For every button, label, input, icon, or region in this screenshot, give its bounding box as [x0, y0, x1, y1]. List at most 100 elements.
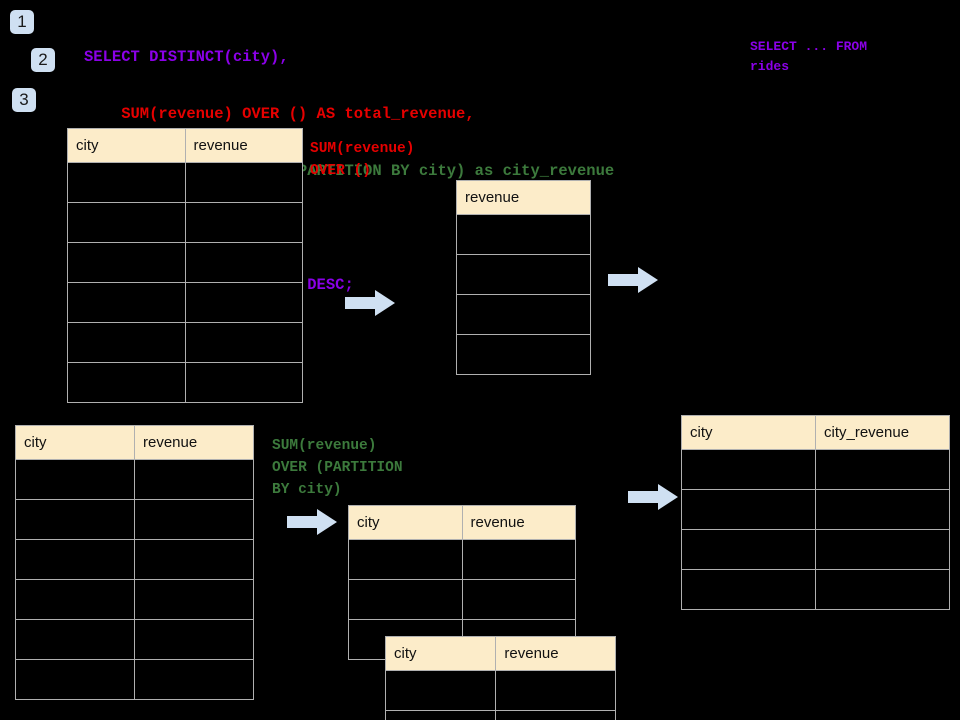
partition-group-table-a: city revenue — [348, 505, 576, 660]
table-header-row: revenue — [456, 180, 591, 215]
cell-city — [15, 659, 135, 700]
column-header-city: city — [384, 636, 497, 671]
table-row — [456, 334, 591, 375]
table-header-row: city revenue — [15, 425, 254, 460]
cell-revenue — [495, 710, 616, 720]
partition-group-table-b: city revenue — [384, 636, 616, 720]
cell-city — [348, 579, 463, 620]
cell-revenue — [456, 214, 591, 255]
step-badge-1[interactable]: 1 — [10, 10, 34, 34]
table-row — [681, 489, 950, 530]
table-row — [456, 254, 591, 295]
table-row — [15, 619, 254, 660]
table-row — [348, 579, 576, 620]
table-header-row: city city_revenue — [681, 415, 950, 450]
arrow-bottom-2 — [628, 482, 678, 517]
cell-city-revenue — [815, 489, 950, 530]
cell-revenue — [456, 254, 591, 295]
column-header-city: city — [15, 425, 135, 460]
column-header-city: city — [348, 505, 463, 540]
city-revenue-result-table: city city_revenue — [681, 415, 950, 610]
table-row — [456, 214, 591, 255]
cell-city-revenue — [815, 529, 950, 570]
column-header-city: city — [681, 415, 816, 450]
table-row — [681, 569, 950, 610]
cell-revenue — [184, 322, 303, 363]
cell-city — [384, 710, 497, 720]
cell-city — [67, 282, 186, 323]
cell-city-revenue — [815, 569, 950, 610]
cell-city — [384, 670, 497, 711]
column-header-revenue: revenue — [495, 636, 616, 671]
cell-revenue — [461, 579, 576, 620]
cell-revenue — [456, 334, 591, 375]
cell-revenue — [184, 282, 303, 323]
arrow-top-1 — [345, 288, 395, 323]
table-row — [15, 659, 254, 700]
cell-city — [67, 162, 186, 203]
total-revenue-table: revenue — [456, 180, 591, 375]
table-row — [456, 294, 591, 335]
cell-city — [15, 499, 135, 540]
cell-city — [15, 539, 135, 580]
table-row — [67, 162, 303, 203]
cell-city — [67, 322, 186, 363]
column-header-revenue: revenue — [461, 505, 576, 540]
rides-source-table-bottom: city revenue — [15, 425, 254, 700]
column-header-revenue: revenue — [456, 180, 591, 215]
table-header-row: city revenue — [384, 636, 616, 671]
cell-city — [67, 202, 186, 243]
annotation-sum-over-empty: SUM(revenue) OVER () — [310, 141, 415, 179]
cell-revenue — [184, 162, 303, 203]
cell-revenue — [134, 579, 254, 620]
cell-city — [15, 579, 135, 620]
column-header-revenue: revenue — [134, 425, 254, 460]
table-row — [15, 539, 254, 580]
table-row — [15, 579, 254, 620]
table-row — [15, 459, 254, 500]
column-header-city-revenue: city_revenue — [815, 415, 950, 450]
cell-city — [348, 539, 463, 580]
cell-city — [67, 242, 186, 283]
annotation-select-from: SELECT ... FROM rides — [750, 39, 868, 74]
cell-revenue — [184, 242, 303, 283]
cell-city — [681, 449, 816, 490]
cell-revenue — [495, 670, 616, 711]
table-row — [384, 710, 616, 720]
table-row — [67, 322, 303, 363]
cell-revenue — [134, 539, 254, 580]
arrow-bottom-1 — [287, 507, 337, 542]
cell-city — [681, 489, 816, 530]
cell-city-revenue — [815, 449, 950, 490]
cell-revenue — [456, 294, 591, 335]
cell-revenue — [134, 499, 254, 540]
table-row — [681, 529, 950, 570]
cell-revenue — [134, 659, 254, 700]
cell-city — [681, 569, 816, 610]
sql-line-1: SELECT DISTINCT(city), — [84, 48, 289, 66]
table-row — [384, 670, 616, 711]
cell-city — [67, 362, 186, 403]
step-badge-2[interactable]: 2 — [31, 48, 55, 72]
table-row — [67, 282, 303, 323]
table-row — [67, 362, 303, 403]
column-header-revenue: revenue — [184, 128, 303, 163]
annotation-sum-over-partition: SUM(revenue) OVER (PARTITION BY city) — [272, 438, 403, 498]
cell-revenue — [134, 459, 254, 500]
table-row — [67, 202, 303, 243]
sql-line-2: SUM(revenue) OVER () AS total_revenue, — [84, 105, 475, 123]
cell-revenue — [184, 202, 303, 243]
arrow-top-2 — [608, 265, 658, 300]
cell-city — [15, 619, 135, 660]
cell-revenue — [184, 362, 303, 403]
cell-revenue — [134, 619, 254, 660]
table-header-row: city revenue — [348, 505, 576, 540]
table-header-row: city revenue — [67, 128, 303, 163]
step-badge-3[interactable]: 3 — [12, 88, 36, 112]
cell-city — [681, 529, 816, 570]
cell-revenue — [461, 539, 576, 580]
table-row — [15, 499, 254, 540]
table-row — [67, 242, 303, 283]
table-row — [681, 449, 950, 490]
